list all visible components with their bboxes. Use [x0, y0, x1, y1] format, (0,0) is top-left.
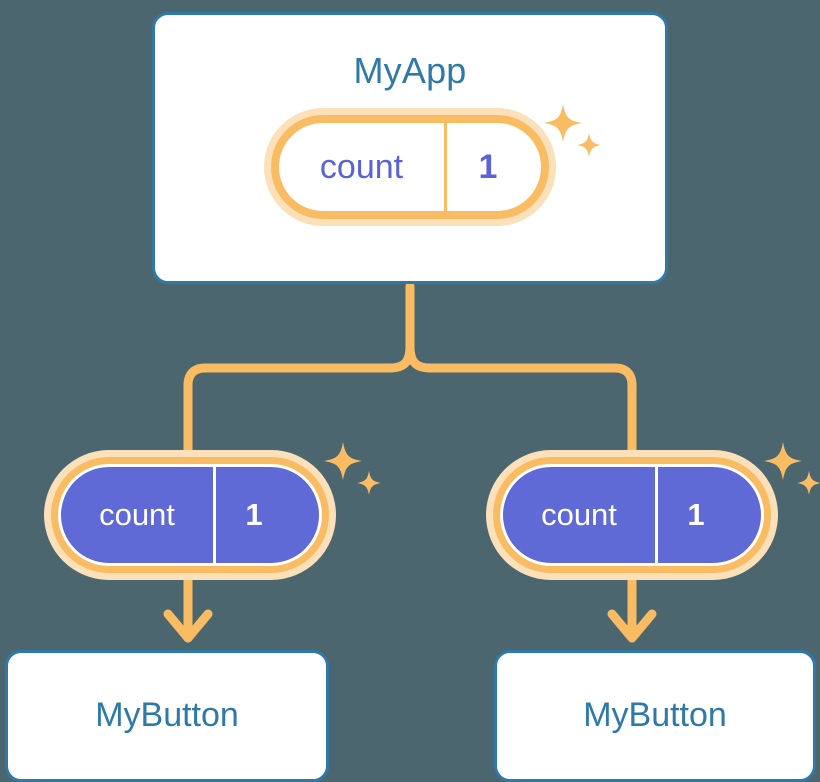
arrowhead-right	[607, 609, 657, 643]
signal-divider	[213, 467, 216, 563]
mybutton-card-left[interactable]: MyButton	[5, 650, 329, 782]
signal-body: count 1	[58, 464, 322, 566]
connector-branch-left	[183, 341, 415, 465]
signal-divider	[444, 123, 447, 211]
signal-value: 1	[478, 147, 498, 186]
signal-body: count 1	[500, 464, 764, 566]
signal-name: count	[319, 147, 404, 186]
signal-pill-child-left[interactable]: count 1	[44, 450, 336, 580]
connector-branch-right	[405, 341, 637, 465]
arrowhead-left	[163, 609, 213, 643]
signal-body: count 1	[279, 123, 541, 211]
sparkle-large-icon	[764, 442, 802, 480]
mybutton-card-right[interactable]: MyButton	[494, 650, 816, 782]
sparkle-small-icon	[797, 471, 820, 495]
mybutton-label: MyButton	[583, 696, 727, 734]
signal-name: count	[99, 497, 175, 532]
signal-divider	[655, 467, 658, 563]
signal-pill-child-right[interactable]: count 1	[486, 450, 778, 580]
sparkle-large-icon	[324, 442, 362, 480]
sparkle-small-icon	[357, 471, 381, 495]
signal-value: 1	[245, 497, 263, 532]
mybutton-label: MyButton	[95, 696, 239, 734]
signal-pill-myapp[interactable]: count 1	[264, 108, 556, 226]
signal-name: count	[541, 497, 617, 532]
signal-value: 1	[687, 497, 705, 532]
myapp-title: MyApp	[353, 50, 467, 91]
